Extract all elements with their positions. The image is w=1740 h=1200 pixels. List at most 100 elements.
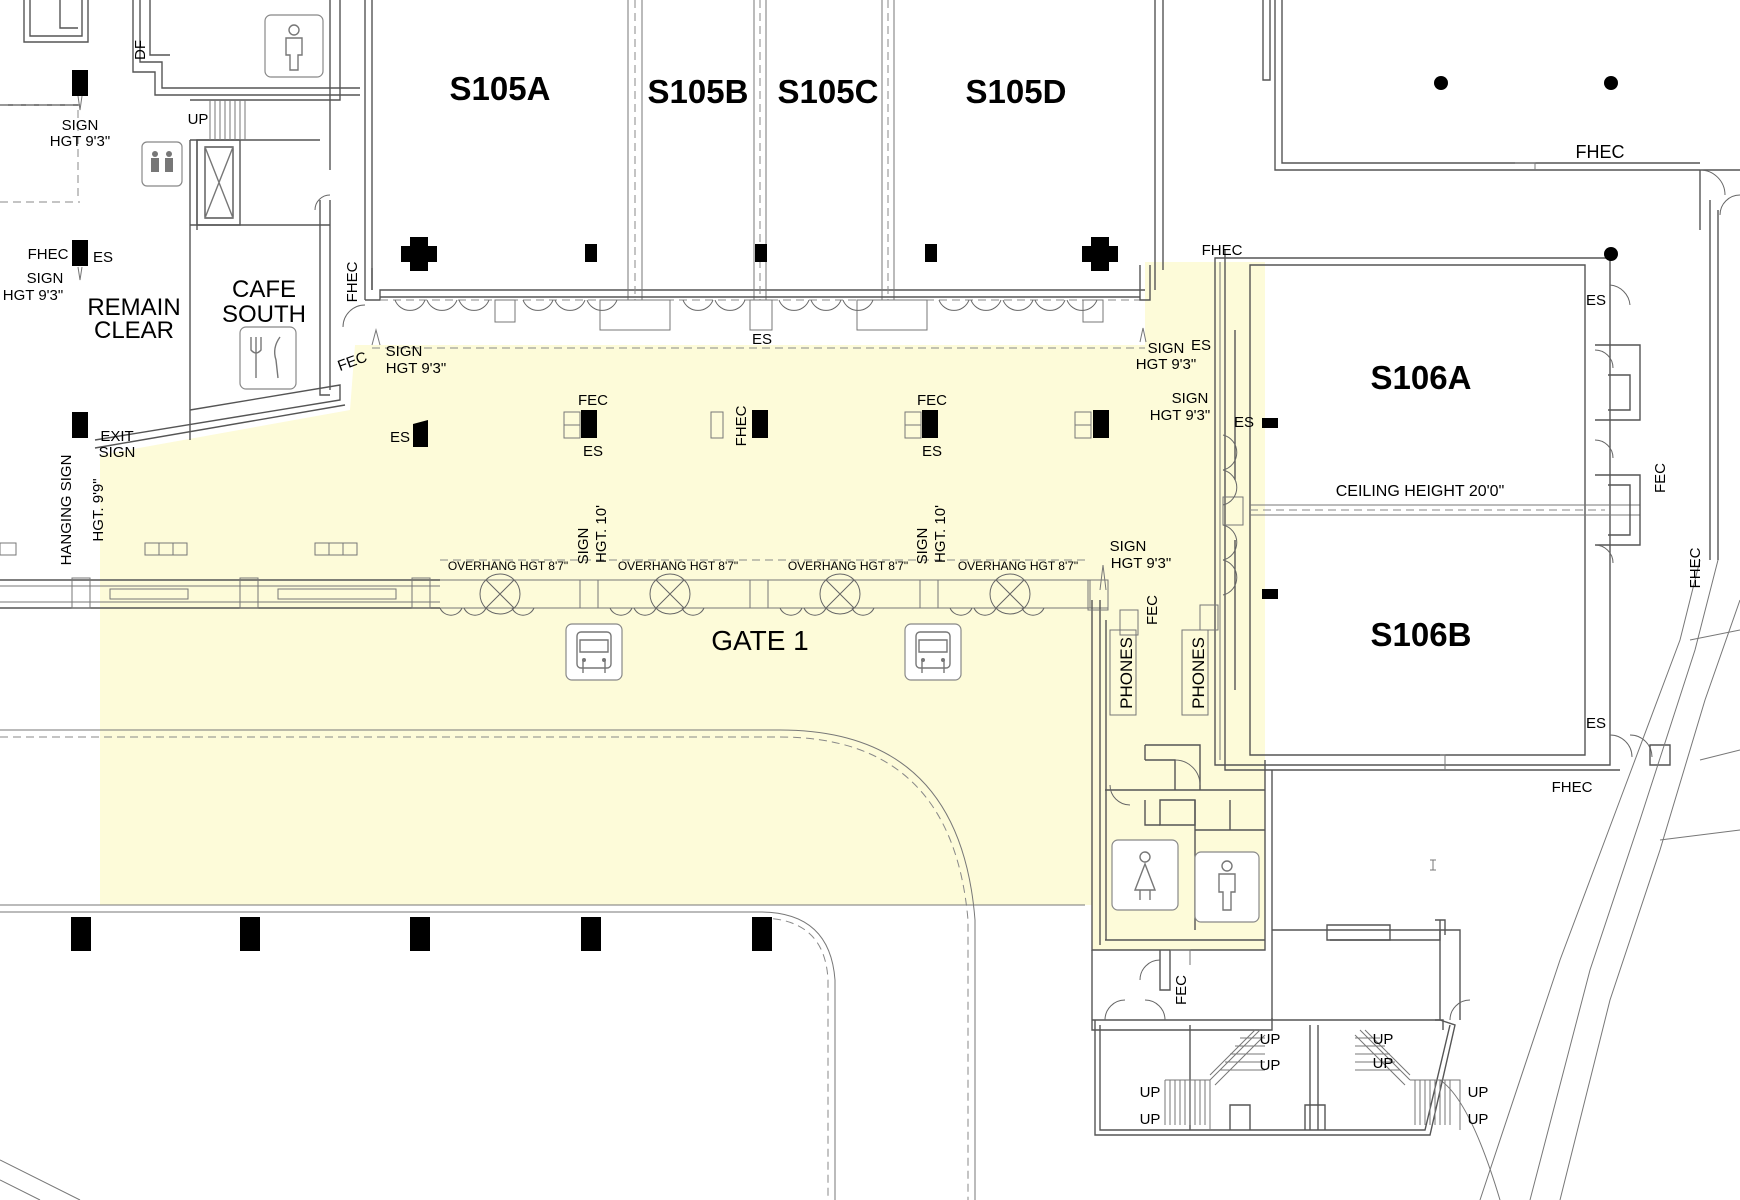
sign-label: SIGN <box>62 117 99 134</box>
hanging-hgt-label: HGT. 9'9" <box>90 478 107 541</box>
door-swing <box>803 607 827 616</box>
stairs-lower-right <box>1354 1029 1461 1130</box>
fec-label: FEC <box>1173 975 1190 1005</box>
fhec-label: FHEC <box>1202 242 1243 259</box>
door-swing <box>458 299 490 311</box>
door-swing <box>609 607 633 616</box>
door-swing <box>842 299 874 311</box>
door-swing <box>522 299 554 311</box>
es-label: ES <box>583 443 603 460</box>
lower-right-walls <box>1091 600 1471 1136</box>
up-label: UP <box>1140 1111 1161 1128</box>
remain-label-1: REMAIN <box>87 294 180 321</box>
sign-markers <box>77 95 1436 871</box>
fhec-label: FHEC <box>344 261 361 302</box>
sign-hgt-label: HGT 9'3" <box>386 360 446 377</box>
door-swing <box>394 299 426 311</box>
gate-doors <box>439 573 1109 616</box>
es-label: ES <box>1191 337 1211 354</box>
room-s105c: S105C <box>778 73 879 110</box>
door-swing <box>995 579 1025 609</box>
sign-hgt-label: HGT 9'3" <box>50 133 110 150</box>
bus-icon <box>904 623 962 681</box>
door-swing <box>1021 607 1045 616</box>
door-swing <box>633 607 657 616</box>
door-swing <box>681 607 705 616</box>
sign-hgt-label: HGT 9'3" <box>1150 407 1210 424</box>
overhang-label: OVERHANG HGT 8'7" <box>448 559 568 573</box>
fec-label: FEC <box>1652 463 1669 493</box>
door-swing <box>1034 299 1066 311</box>
restroom-icon <box>264 14 324 78</box>
door-swing <box>938 299 970 311</box>
sign-hgt-10-label: HGT. 10' <box>932 505 949 563</box>
exit-sign-label-2: SIGN <box>99 444 136 461</box>
fec-label: FEC <box>578 392 608 409</box>
door-swing <box>949 607 973 616</box>
revolving-door <box>819 573 861 615</box>
sign-hgt-label: HGT 9'3" <box>1111 555 1171 572</box>
revolving-door <box>479 573 521 615</box>
revolving-door <box>649 573 691 615</box>
up-label: UP <box>1468 1111 1489 1128</box>
right-road <box>1439 559 1740 1200</box>
door-swing <box>655 579 685 609</box>
es-label: ES <box>1586 292 1606 309</box>
columns <box>71 70 1618 951</box>
es-label: ES <box>93 249 113 266</box>
s106-walls <box>1214 250 1671 771</box>
door-swing <box>970 299 1002 311</box>
restaurant-icon <box>239 326 297 390</box>
up-label: UP <box>1260 1031 1281 1048</box>
door-swing <box>779 607 803 616</box>
door-swing <box>586 299 618 311</box>
es-label: ES <box>1234 414 1254 431</box>
sign-label: SIGN <box>914 528 931 565</box>
sign-label: SIGN <box>575 528 592 565</box>
overhang-label: OVERHANG HGT 8'7" <box>788 559 908 573</box>
room-s105b: S105B <box>648 73 749 110</box>
women-restroom-icon <box>1111 839 1179 911</box>
gate-column <box>749 579 769 609</box>
es-label: ES <box>390 429 410 446</box>
room-s105d: S105D <box>966 73 1067 110</box>
sign-label: SIGN <box>1148 340 1185 357</box>
up-label: UP <box>1260 1057 1281 1074</box>
fhec-label: FHEC <box>733 405 750 446</box>
door-swing <box>778 299 810 311</box>
es-label: ES <box>922 443 942 460</box>
road-lower <box>0 729 1085 1200</box>
gate-column <box>919 579 939 609</box>
door-swing <box>1066 299 1098 311</box>
fhec-label: FHEC <box>1687 547 1704 588</box>
elevator-icon <box>141 141 183 187</box>
up-label: UP <box>1373 1055 1394 1072</box>
door-swing <box>851 607 875 616</box>
door-swing <box>511 607 535 616</box>
door-swing <box>810 299 842 311</box>
door-swing <box>485 579 515 609</box>
sign-hgt-10-label: HGT. 10' <box>593 505 610 563</box>
hanging-sign-label: HANGING SIGN <box>58 455 75 566</box>
sign-label: SIGN <box>1172 390 1209 407</box>
gate-label: GATE 1 <box>711 625 809 656</box>
sign-hgt-label: HGT 9'3" <box>3 287 63 304</box>
up-label: UP <box>1373 1031 1394 1048</box>
door-swing <box>554 299 586 311</box>
room-s106a: S106A <box>1371 359 1472 396</box>
stairs-lower-left <box>1164 1029 1266 1130</box>
gate-column <box>579 579 599 609</box>
fhec-label: FHEC <box>1576 142 1625 162</box>
ceiling-label: CEILING HEIGHT 20'0" <box>1336 483 1505 500</box>
df-label: DF <box>132 40 149 60</box>
sign-hgt-label: HGT 9'3" <box>1136 356 1196 373</box>
first-aid-icon <box>401 237 437 271</box>
exit-sign-label-1: EXIT <box>100 428 133 445</box>
first-aid-icon <box>1082 237 1118 271</box>
fec-label: FEC <box>917 392 947 409</box>
fec-label: FEC <box>1144 595 1161 625</box>
door-swing <box>426 299 458 311</box>
s105-walls <box>365 0 1164 349</box>
sign-label: SIGN <box>386 343 423 360</box>
